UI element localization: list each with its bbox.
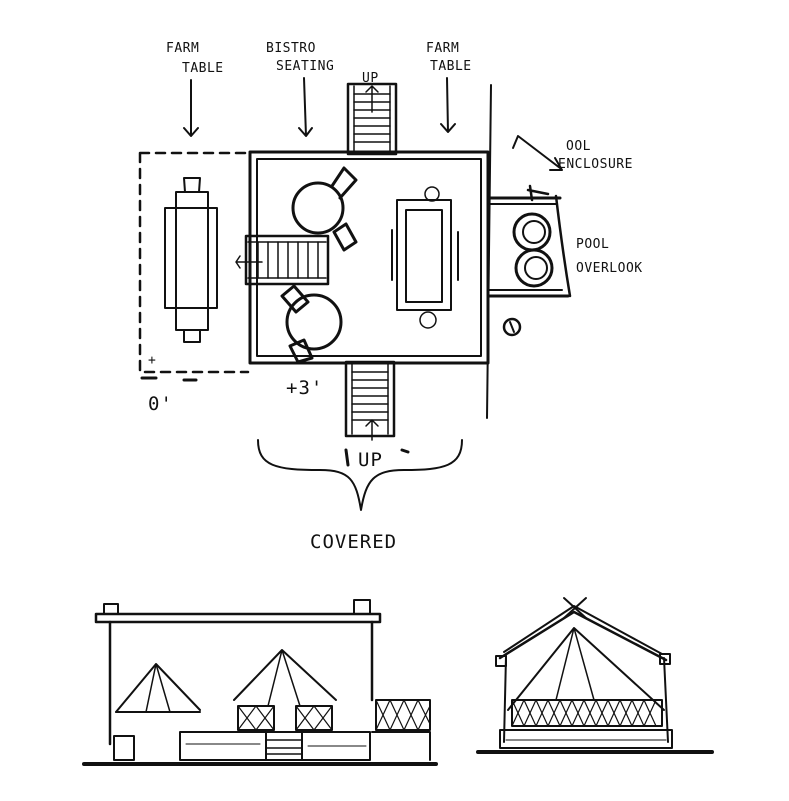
bistro-seating-bottom <box>280 284 343 364</box>
arrow-bistro <box>298 77 313 137</box>
label-pool-enclosure-2: ENCLOSURE <box>558 157 633 172</box>
stair-left <box>235 234 330 286</box>
pool-overlook <box>486 135 572 337</box>
label-pool-enclosure-1: OOL <box>566 139 591 154</box>
dashed-deck-outline <box>138 151 254 374</box>
arrow-farm-table-right <box>440 77 456 133</box>
label-pool-overlook-1: POOL <box>576 237 609 252</box>
label-farm-table-left-1: FARM <box>166 41 199 56</box>
stair-top <box>346 82 398 156</box>
covered-brace <box>257 439 463 511</box>
elevation-front <box>82 599 438 766</box>
railing-middle <box>237 705 333 731</box>
label-covered: COVERED <box>310 531 397 553</box>
plan-view: FARM TABLE BISTRO SEATING FARM TABLE UP … <box>138 41 643 553</box>
farm-table-right <box>391 186 459 329</box>
label-plus-mark: + <box>148 353 156 368</box>
label-farm-table-right-2: TABLE <box>430 59 472 74</box>
bistro-seating-top <box>291 166 358 252</box>
label-up-bottom: UP <box>358 449 383 471</box>
label-farm-table-left-2: TABLE <box>182 61 224 76</box>
arrow-farm-table-left <box>183 79 199 137</box>
main-room-inner <box>256 158 482 357</box>
farm-table-left <box>164 177 218 343</box>
railing-side <box>511 699 663 727</box>
label-pool-overlook-2: OVERLOOK <box>576 261 643 276</box>
label-farm-table-right-1: FARM <box>426 41 459 56</box>
label-elev-zero: 0' <box>148 393 173 415</box>
railing-right <box>375 699 431 731</box>
stair-bottom <box>344 360 410 467</box>
main-room-outer <box>248 150 490 365</box>
elevation-side <box>476 597 714 754</box>
label-bistro-1: BISTRO <box>266 41 316 56</box>
label-elev-plus3: +3' <box>286 377 323 399</box>
label-bistro-2: SEATING <box>276 59 334 74</box>
label-up-top: UP <box>362 71 379 86</box>
